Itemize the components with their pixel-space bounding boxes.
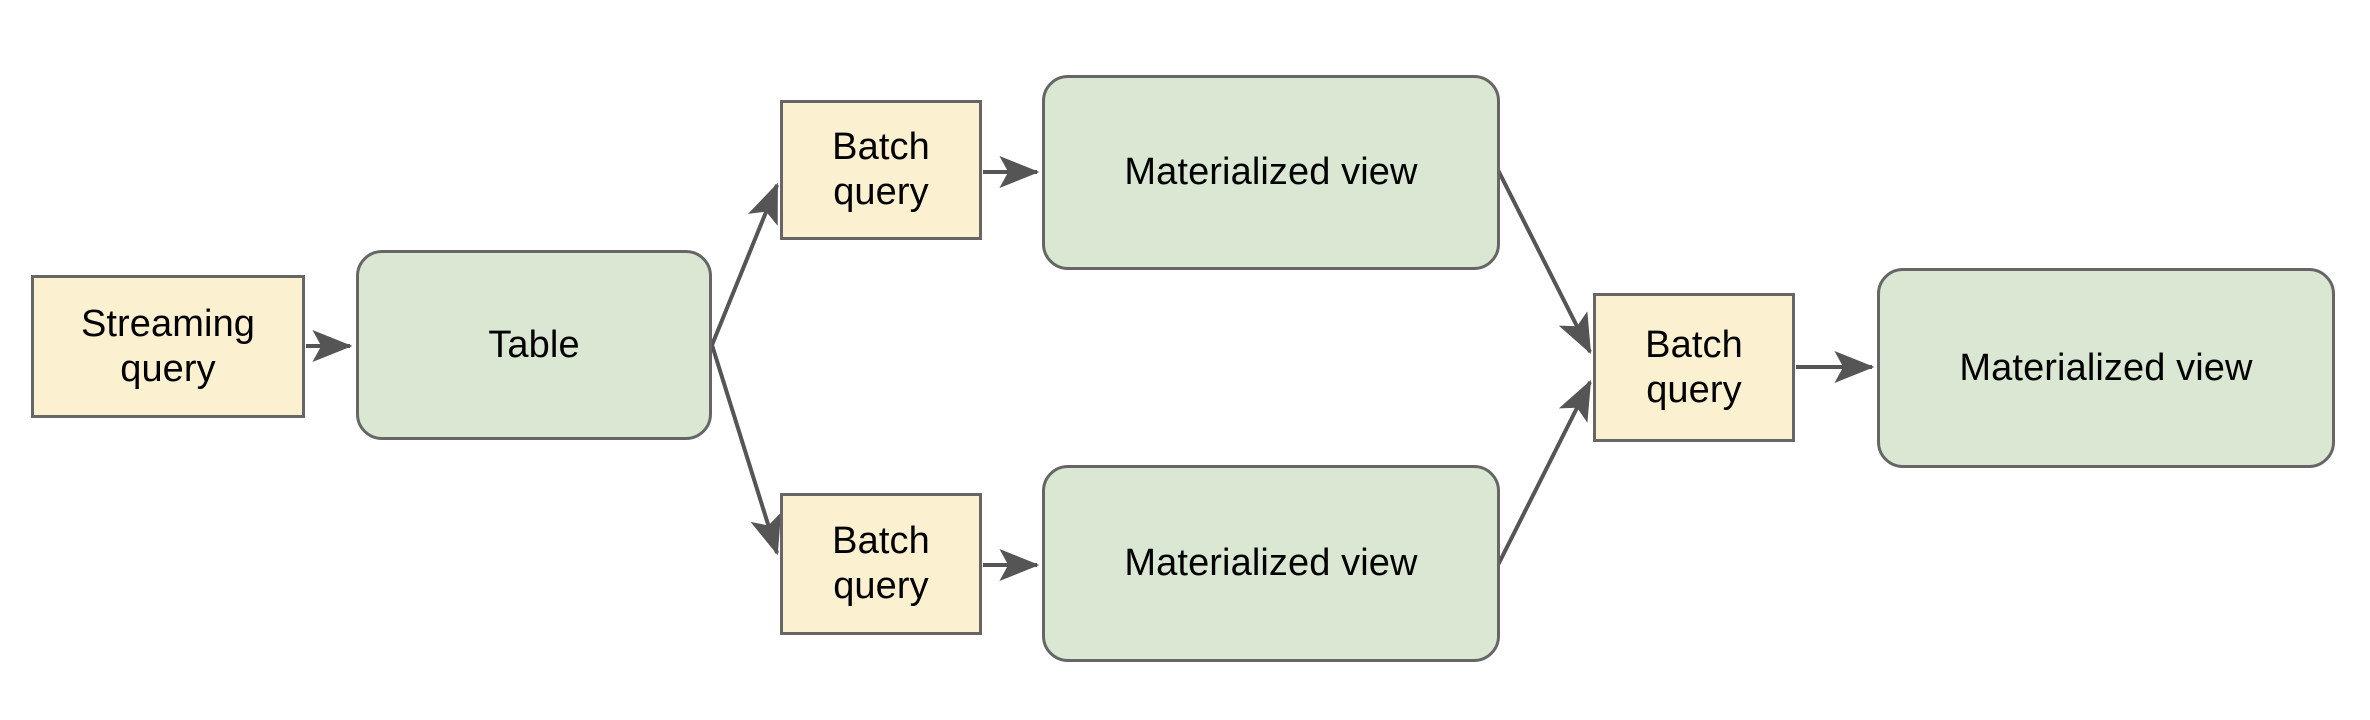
- node-table[interactable]: Table: [356, 250, 712, 440]
- node-materialized-view-final[interactable]: Materialized view: [1877, 268, 2335, 468]
- node-table-label: Table: [488, 323, 580, 366]
- node-batch-query-bottom[interactable]: Batch query: [780, 493, 982, 635]
- edge-mv-top-to-batch-right: [1496, 169, 1592, 355]
- node-batch-query-right-label: Batch query: [1645, 323, 1743, 411]
- node-batch-query-top[interactable]: Batch query: [780, 100, 982, 240]
- node-materialized-view-bottom[interactable]: Materialized view: [1042, 465, 1500, 662]
- node-batch-query-top-label: Batch query: [832, 126, 930, 213]
- edge-table-to-batch-top: [710, 182, 779, 346]
- node-batch-query-right[interactable]: Batch query: [1593, 293, 1795, 442]
- node-materialized-view-top-label: Materialized view: [1124, 151, 1418, 194]
- node-streaming-query-label: Streaming query: [80, 302, 256, 390]
- node-batch-query-bottom-label: Batch query: [832, 520, 930, 607]
- node-materialized-view-final-label: Materialized view: [1959, 346, 2253, 389]
- node-streaming-query[interactable]: Streaming query: [31, 275, 305, 418]
- edge-table-to-batch-bottom: [710, 344, 782, 556]
- node-materialized-view-bottom-label: Materialized view: [1124, 542, 1418, 585]
- edge-mv-bottom-to-batch-right: [1496, 379, 1592, 566]
- node-materialized-view-top[interactable]: Materialized view: [1042, 75, 1500, 270]
